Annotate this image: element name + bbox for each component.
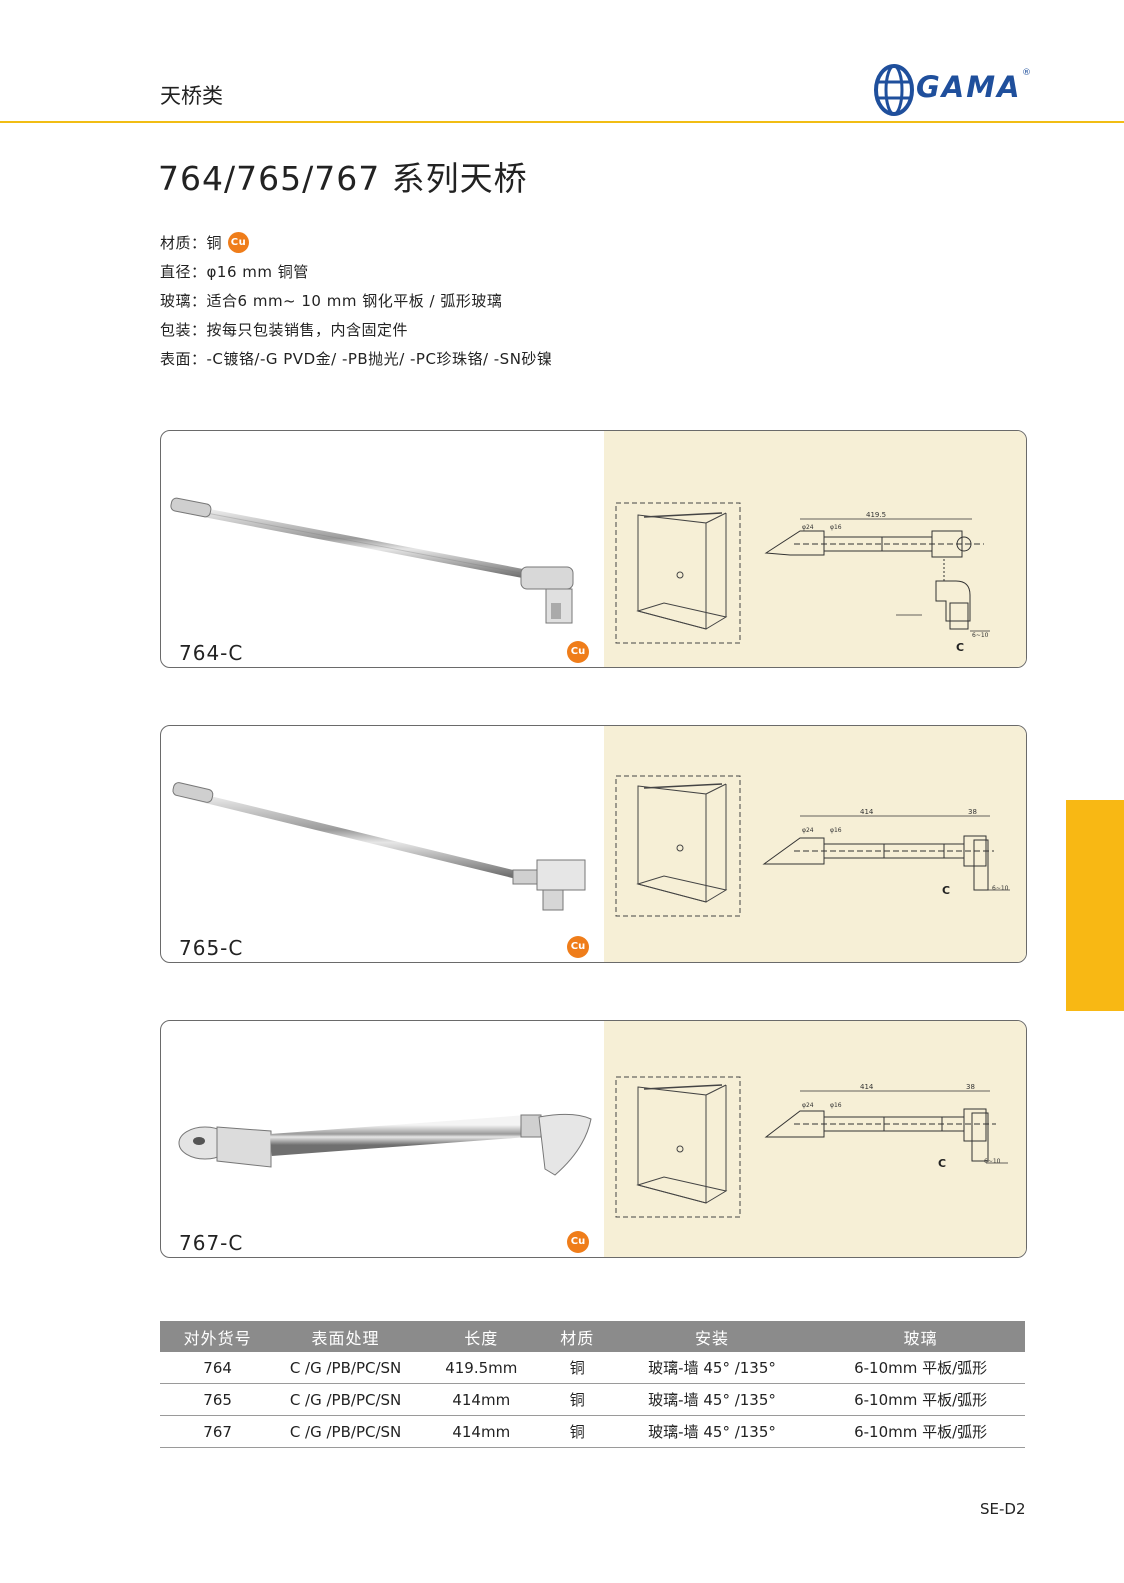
spec-value: 按每只包装销售，内含固定件 [206,321,409,339]
page-title: 764/765/767 系列天桥 [158,159,528,198]
dim-length: 414 [860,1083,874,1091]
col-item-no: 对外货号 [160,1321,276,1352]
copper-badge: Cu [567,641,589,663]
spec-label: 包装： [160,321,207,339]
drawing-svg: 414 38 φ24 φ16 6~10 C [615,1076,1008,1218]
product-card-765: 414 38 φ24 φ16 6~10 C 765-C Cu [160,725,1027,963]
product-photo-765 [172,782,586,911]
cell-glass: 6-10mm 平板/弧形 [816,1383,1025,1416]
spec-label: 直径： [160,263,207,281]
dim-d1: φ24 [802,1102,814,1109]
table-row: 764 C /G /PB/PC/SN 419.5mm 铜 玻璃-墙 45° /1… [160,1352,1025,1384]
product-code: 767-C [179,1231,244,1255]
cell-length: 419.5mm [415,1352,547,1384]
cell-material: 铜 [546,1383,608,1416]
logo-text: GAMA [916,70,1022,104]
cell-length: 414mm [415,1383,547,1416]
col-material: 材质 [546,1321,608,1352]
cell-material: 铜 [546,1415,608,1448]
cell-glass: 6-10mm 平板/弧形 [816,1415,1025,1448]
cell-item-no: 765 [160,1383,276,1416]
cell-install: 玻璃-墙 45° /135° [607,1383,817,1416]
cell-install: 玻璃-墙 45° /135° [607,1352,817,1384]
spec-label: 玻璃： [160,292,207,310]
gama-logo: GAMA ® [872,62,1032,122]
dim-d2: φ16 [830,524,842,531]
dim-d2: φ16 [830,827,842,834]
dim-length: 414 [860,808,874,816]
spec-glass: 玻璃： 适合6 mm~ 10 mm 钢化平板 / 弧形玻璃 [160,286,552,315]
table-row: 765 C /G /PB/PC/SN 414mm 铜 玻璃-墙 45° /135… [160,1383,1025,1416]
spec-list: 材质： 铜 Cu 直径： φ16 mm 铜管 玻璃： 适合6 mm~ 10 mm… [160,228,552,373]
product-code: 765-C [179,936,244,960]
spec-surface: 表面： -C镀铬/-G PVD金/ -PB抛光/ -PC珍珠铬/ -SN砂镍 [160,344,552,373]
product-card-767: 414 38 φ24 φ16 6~10 C 767-C Cu [160,1020,1027,1258]
table-header-row: 对外货号 表面处理 长度 材质 安装 玻璃 [160,1321,1025,1352]
spec-value: 适合6 mm~ 10 mm 钢化平板 / 弧形玻璃 [206,292,503,310]
technical-drawing-764: 419.5 φ24 φ16 6~10 C [604,431,1026,667]
cell-material: 铜 [546,1352,608,1384]
dim-range: 6~10 [992,885,1009,892]
spec-label: 材质： [160,234,207,252]
cell-surface: C /G /PB/PC/SN [275,1383,416,1416]
dim-c: C [956,641,964,654]
section-tab [1066,800,1124,1011]
registered-mark: ® [1022,68,1031,78]
dim-range: 6~10 [984,1158,1001,1165]
dim-range: 6~10 [972,632,989,639]
col-length: 长度 [415,1321,547,1352]
dim-d1: φ24 [802,827,814,834]
col-surface: 表面处理 [275,1321,416,1352]
spec-diameter: 直径： φ16 mm 铜管 [160,257,552,286]
cell-surface: C /G /PB/PC/SN [275,1352,416,1384]
technical-drawing-767: 414 38 φ24 φ16 6~10 C [604,1021,1026,1257]
dim-d2: φ16 [830,1102,842,1109]
page-number: SE-D2 [980,1500,1026,1518]
product-card-764: 419.5 φ24 φ16 6~10 C 764-C Cu [160,430,1027,668]
cell-length: 414mm [415,1415,547,1448]
spec-value: -C镀铬/-G PVD金/ -PB抛光/ -PC珍珠铬/ -SN砂镍 [206,350,553,368]
copper-badge: Cu [567,936,589,958]
dim-d1: φ24 [802,524,814,531]
globe-icon [874,64,914,116]
spec-table: 对外货号 表面处理 长度 材质 安装 玻璃 764 C /G /PB/PC/SN… [160,1321,1025,1448]
category-title: 天桥类 [160,84,223,108]
dim-extra: 38 [966,1083,975,1091]
cell-surface: C /G /PB/PC/SN [275,1415,416,1448]
dim-c: C [942,884,950,897]
dim-c: C [938,1157,946,1170]
copper-badge: Cu [567,1231,589,1253]
dim-length: 419.5 [866,511,886,519]
spec-label: 表面： [160,350,207,368]
technical-drawing-765: 414 38 φ24 φ16 6~10 C [604,726,1026,962]
header-divider [0,121,1124,123]
drawing-svg: 419.5 φ24 φ16 6~10 C [615,502,990,654]
cell-item-no: 764 [160,1352,276,1384]
product-photo-764 [170,497,574,624]
col-install: 安装 [607,1321,817,1352]
product-code: 764-C [179,641,244,665]
drawing-svg: 414 38 φ24 φ16 6~10 C [615,775,1010,917]
spec-value: φ16 mm 铜管 [206,263,309,281]
copper-badge: Cu [228,232,250,253]
table-row: 767 C /G /PB/PC/SN 414mm 铜 玻璃-墙 45° /135… [160,1415,1025,1448]
product-photo-767 [178,1113,592,1176]
spec-packaging: 包装： 按每只包装销售，内含固定件 [160,315,552,344]
col-glass: 玻璃 [816,1321,1025,1352]
spec-material: 材质： 铜 Cu [160,228,552,257]
spec-value: 铜 [206,234,223,252]
cell-glass: 6-10mm 平板/弧形 [816,1352,1025,1384]
dim-extra: 38 [968,808,977,816]
cell-item-no: 767 [160,1415,276,1448]
cell-install: 玻璃-墙 45° /135° [607,1415,817,1448]
